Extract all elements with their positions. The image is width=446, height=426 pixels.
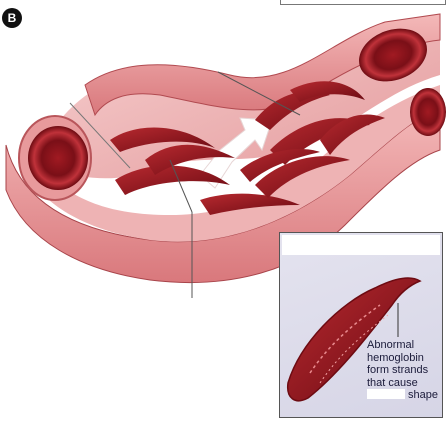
- blank-label: [132, 300, 242, 326]
- top-frame-edge: [280, 0, 446, 5]
- blank-word: [367, 389, 405, 399]
- blank-label: [30, 40, 100, 66]
- inset-caption-line: hemoglobin: [367, 352, 443, 365]
- inset-caption-line: shape: [367, 389, 443, 402]
- inset-closeup-panel: Abnormal hemoglobin form strands that ca…: [279, 232, 443, 418]
- inset-caption: Abnormal hemoglobin form strands that ca…: [367, 339, 443, 402]
- inset-caption-line: form strands: [367, 364, 443, 377]
- blank-label: [130, 8, 230, 42]
- inset-caption-word: shape: [408, 389, 438, 401]
- panel-letter-badge: B: [2, 8, 22, 28]
- inset-caption-line: Abnormal: [367, 339, 443, 352]
- normal-red-blood-cell: [410, 88, 446, 136]
- inset-caption-line: that cause: [367, 377, 443, 390]
- normal-red-blood-cell: [28, 126, 88, 190]
